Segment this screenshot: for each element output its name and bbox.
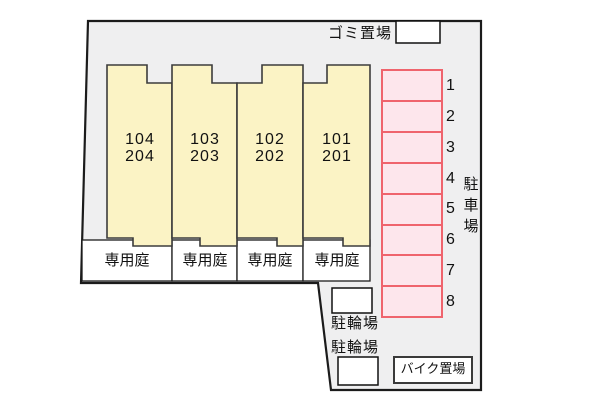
- building-unit-2: [171, 64, 238, 247]
- bicycle-parking-box-lower: [337, 356, 379, 386]
- unit-room-number: 101: [322, 131, 352, 148]
- parking-space-7: [381, 254, 443, 287]
- parking-space-6: [381, 224, 443, 256]
- unit-label-1: 104 204: [110, 131, 170, 165]
- building-unit-1: [106, 64, 173, 247]
- bicycle-parking-label-upper: 駐輪場: [331, 315, 380, 332]
- parking-space-number-6: 6: [446, 231, 455, 248]
- motorcycle-parking-box: [393, 356, 473, 384]
- unit-room-number: 202: [255, 148, 285, 165]
- unit-room-number: 201: [322, 148, 352, 165]
- parking-space-number-8: 8: [446, 293, 455, 310]
- building-unit-3: [236, 64, 304, 247]
- parking-space-4: [381, 162, 443, 195]
- unit-room-number: 203: [190, 148, 220, 165]
- garbage-area-box: [395, 20, 441, 44]
- parking-space-number-3: 3: [446, 139, 455, 156]
- private-garden-box-4: [302, 239, 371, 282]
- private-garden-label-3: 専用庭: [247, 252, 293, 269]
- parking-lot-label: 駐車場: [461, 176, 479, 239]
- unit-label-4: 101 201: [307, 131, 367, 165]
- parking-space-number-2: 2: [446, 108, 455, 125]
- parking-space-5: [381, 193, 443, 226]
- parking-space-number-7: 7: [446, 262, 455, 279]
- parking-space-3: [381, 131, 443, 164]
- unit-room-number: 103: [190, 131, 220, 148]
- bicycle-parking-label-lower: 駐輪場: [331, 339, 380, 356]
- private-garden-box-1: [81, 239, 173, 282]
- unit-room-number: 102: [255, 131, 285, 148]
- bicycle-parking-box-upper: [331, 287, 373, 314]
- parking-space-number-5: 5: [446, 200, 455, 217]
- parking-space-1: [381, 69, 443, 102]
- private-garden-label-1: 専用庭: [104, 252, 150, 269]
- unit-label-2: 103 203: [175, 131, 235, 165]
- private-garden-box-3: [236, 239, 304, 282]
- garbage-area-label: ゴミ置場: [328, 25, 393, 42]
- unit-room-number: 204: [125, 148, 155, 165]
- unit-room-number: 104: [125, 131, 155, 148]
- parking-space-2: [381, 100, 443, 133]
- private-garden-label-2: 専用庭: [182, 252, 228, 269]
- motorcycle-parking-label: バイク置場: [400, 361, 466, 376]
- private-garden-label-4: 専用庭: [314, 252, 360, 269]
- parking-space-number-4: 4: [446, 170, 455, 187]
- parking-space-number-1: 1: [446, 77, 455, 94]
- parking-space-8: [381, 285, 443, 318]
- building-unit-4: [302, 64, 371, 247]
- unit-label-3: 102 202: [240, 131, 300, 165]
